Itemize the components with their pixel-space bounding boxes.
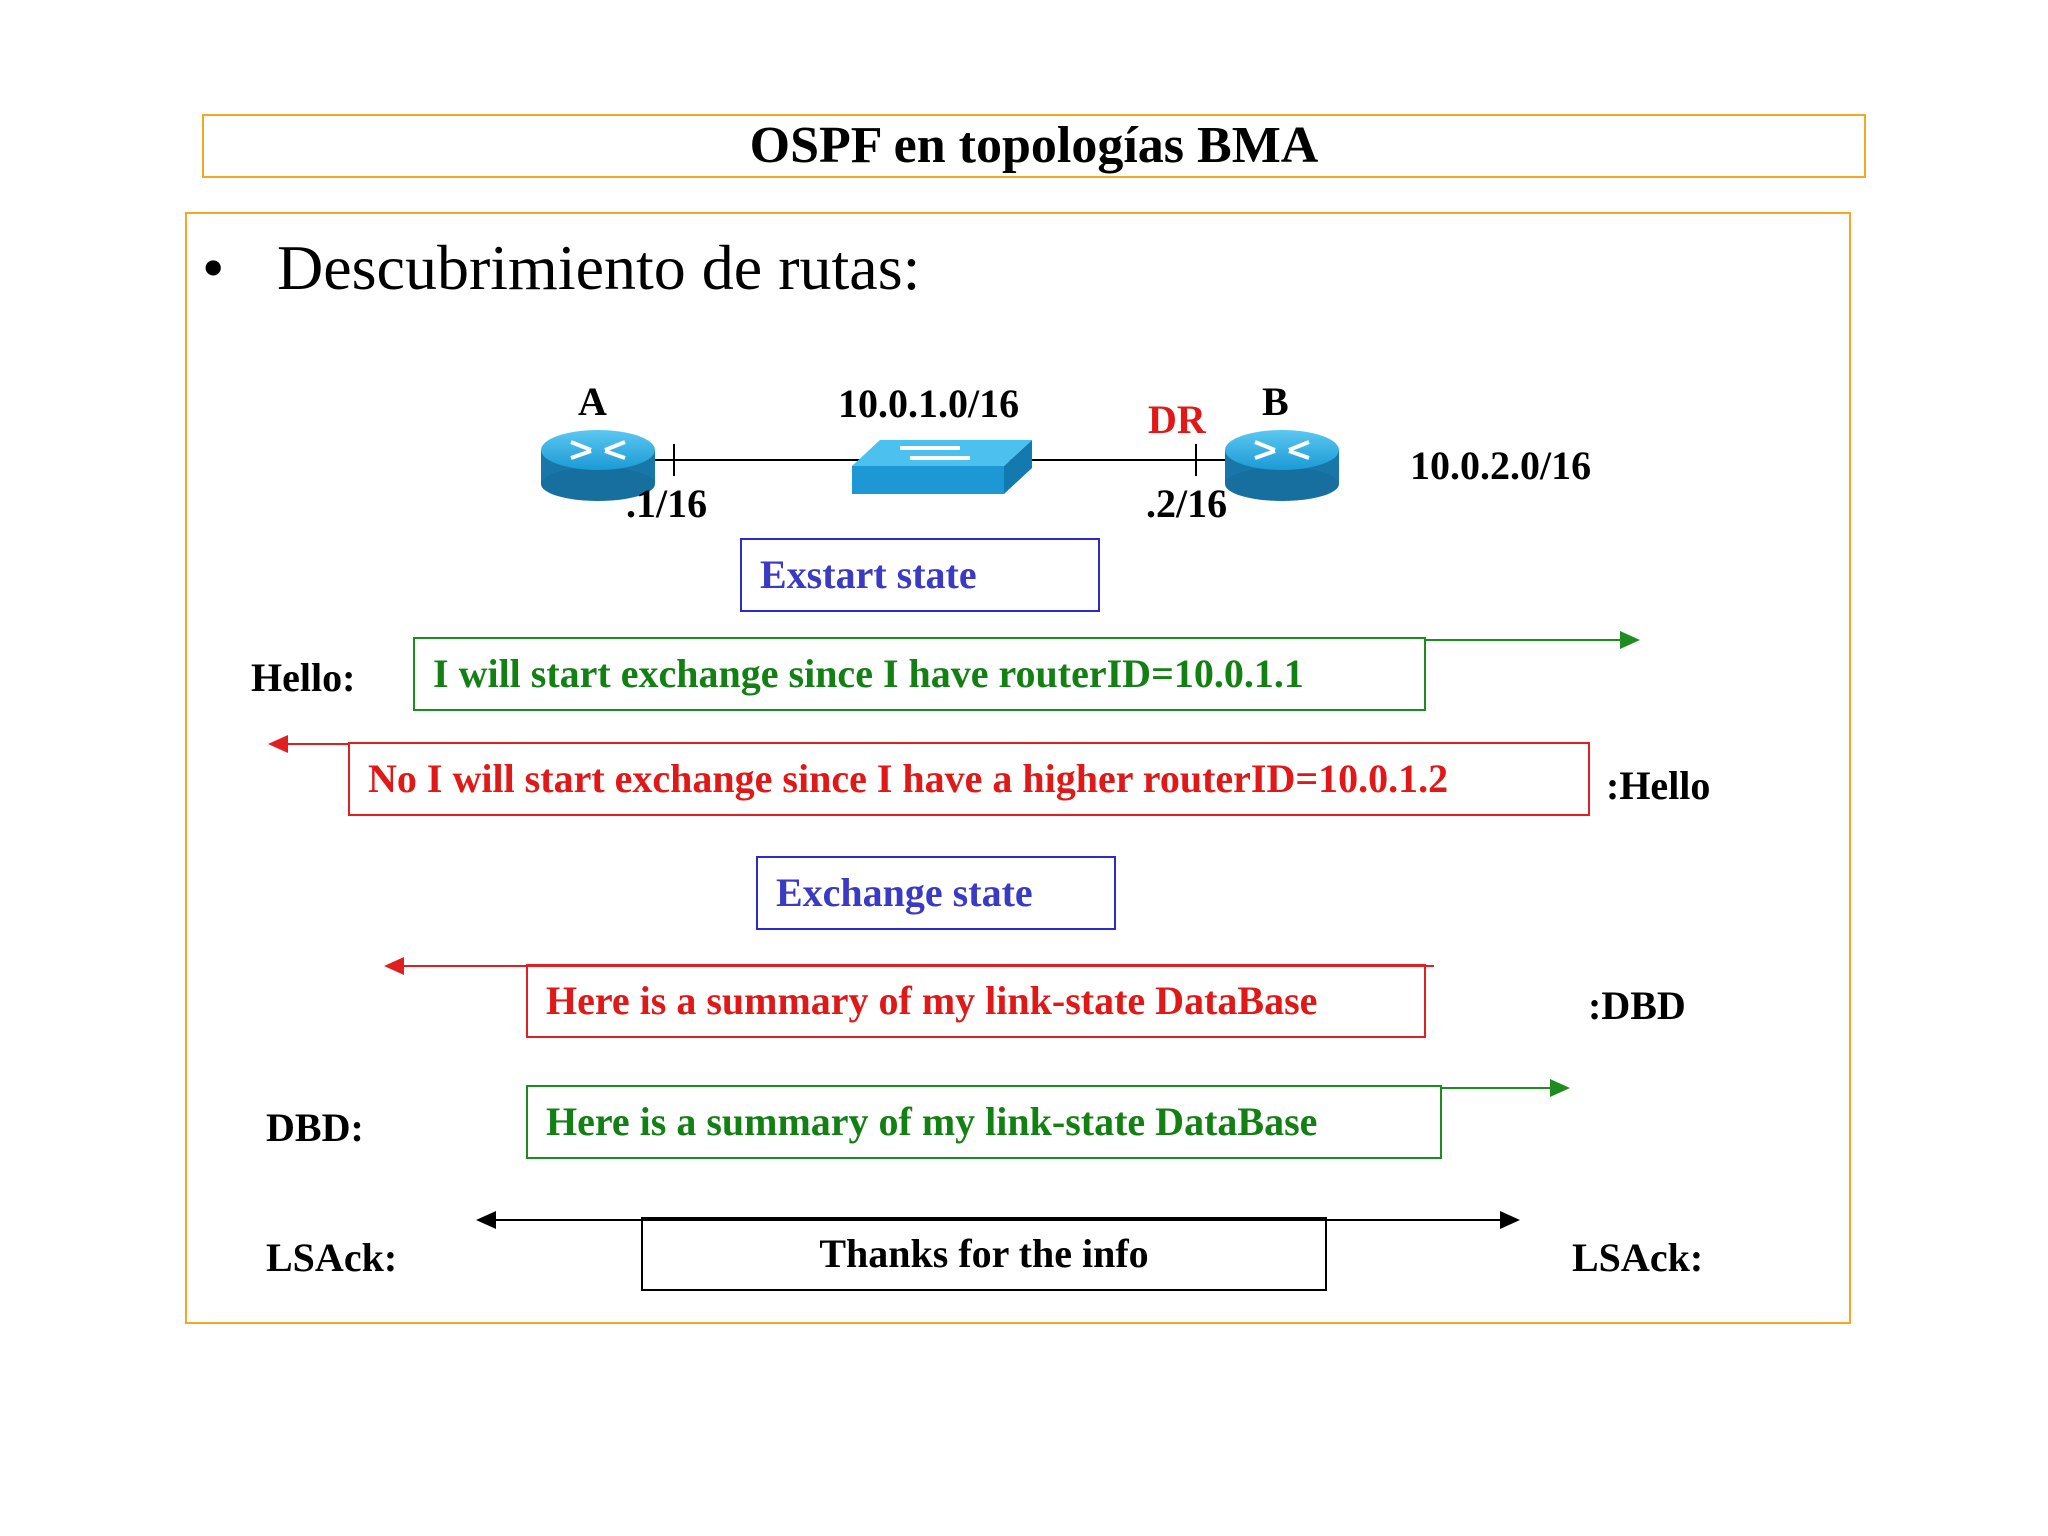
lsack-right-arrowhead xyxy=(1500,1211,1520,1229)
section-heading: Descubrimiento de rutas: xyxy=(277,232,921,303)
hello-b-arrowhead xyxy=(268,735,288,753)
router-b-icon xyxy=(1225,430,1339,501)
bullet-marker: • xyxy=(202,232,225,303)
a-interface-label: .1/16 xyxy=(626,481,708,526)
dbd-right-label: :DBD xyxy=(1588,983,1686,1028)
hello-a-arrowhead xyxy=(1620,631,1640,649)
dbd-left-label: DBD: xyxy=(266,1105,364,1150)
switch-icon xyxy=(852,440,1032,494)
router-a-icon xyxy=(541,430,655,501)
hello-left-label: Hello: xyxy=(251,655,356,700)
content-frame xyxy=(185,212,1851,1324)
lan-network-label: 10.0.1.0/16 xyxy=(838,381,1020,426)
dr-label: DR xyxy=(1148,397,1206,442)
dbd-b-arrowhead xyxy=(384,957,404,975)
b-interface-label: .2/16 xyxy=(1146,481,1228,526)
lsack-left-arrowhead xyxy=(476,1211,496,1229)
hello-a-message: I will start exchange since I have route… xyxy=(413,637,1426,711)
hello-right-label: :Hello xyxy=(1606,763,1711,808)
exstart-state-box: Exstart state xyxy=(740,538,1100,612)
lsack-right-label: LSAck: xyxy=(1572,1235,1704,1280)
slide-title: OSPF en topologías BMA xyxy=(202,114,1866,178)
dbd-a-arrowhead xyxy=(1550,1079,1570,1097)
hello-b-message: No I will start exchange since I have a … xyxy=(348,742,1590,816)
dbd-b-message: Here is a summary of my link-state DataB… xyxy=(526,964,1426,1038)
router-a-label: A xyxy=(578,379,607,424)
remote-network-label: 10.0.2.0/16 xyxy=(1410,443,1592,488)
lsack-message: Thanks for the info xyxy=(641,1217,1327,1291)
dbd-a-message: Here is a summary of my link-state DataB… xyxy=(526,1085,1442,1159)
exchange-state-box: Exchange state xyxy=(756,856,1116,930)
router-b-label: B xyxy=(1262,379,1289,424)
lsack-left-label: LSAck: xyxy=(266,1235,398,1280)
